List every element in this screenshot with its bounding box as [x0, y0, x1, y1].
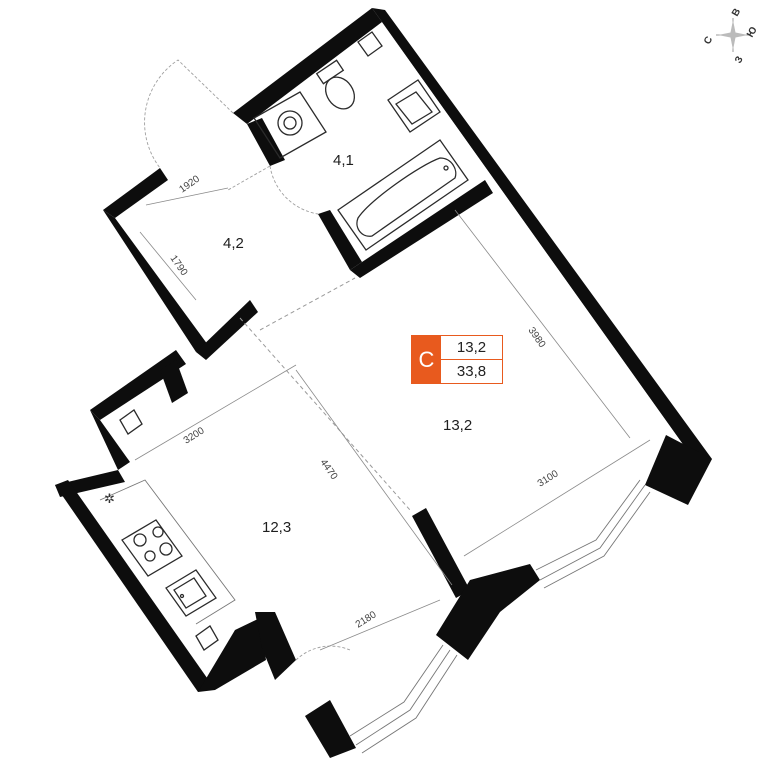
compass-rose: С В Ю З — [702, 7, 760, 66]
wall-bath-post — [247, 118, 285, 166]
compass-south-label: Ю — [745, 25, 760, 39]
compass-east-label: В — [730, 7, 743, 19]
wall-bath-lower — [318, 210, 362, 270]
window-right-bay-inner2 — [543, 491, 651, 589]
window-bottom-bay-inner2 — [361, 654, 458, 754]
room-area-bathroom: 4,1 — [333, 152, 354, 169]
doors — [144, 59, 351, 661]
kitchen-vent-icon — [119, 409, 219, 651]
zone-divider — [239, 317, 411, 511]
kitchen-sink-icon — [165, 569, 217, 617]
bath-vent-icon — [357, 31, 383, 57]
wall-kitchen-left — [55, 480, 212, 692]
wall-kitchen-top — [90, 350, 186, 420]
compass-west-label: З — [733, 55, 746, 66]
wall-hall-left — [103, 210, 208, 352]
window-bottom-bay-inner — [349, 644, 444, 737]
wall-balcony-pillar — [436, 564, 540, 660]
wall-kitchen-notch — [90, 410, 130, 470]
area-badge: С 13,2 33,8 — [411, 335, 503, 384]
washing-machine-icon — [253, 91, 327, 159]
dim-room-width: 3100 — [536, 468, 561, 489]
entry-door-swing — [144, 59, 234, 169]
wall-bottom-pillar — [305, 700, 356, 758]
window-right-bay-inner — [535, 479, 641, 571]
kitchen-counter — [99, 479, 236, 625]
wall-kitchen-bottom-a — [198, 618, 266, 692]
sink-icon — [387, 79, 441, 133]
zone-divider-top — [259, 277, 356, 331]
dim-room-length: 3980 — [526, 325, 548, 350]
bathtub-icon — [337, 139, 469, 251]
wall-kitchen-riser — [160, 360, 188, 403]
windows — [349, 479, 651, 754]
dim-hall-depth: 1790 — [168, 253, 190, 278]
window-bottom-bay — [355, 649, 451, 746]
wall-kitchen-bottom-b — [255, 612, 296, 680]
bath-door-leaf — [227, 165, 271, 191]
compass-north-label: С — [702, 35, 715, 47]
dim-hall-width: 1920 — [177, 173, 202, 195]
wall-hall-bottom — [196, 300, 258, 360]
total-area-value: 33,8 — [456, 363, 487, 380]
dimension-lines — [134, 187, 651, 651]
room-area-kitchen: 12,3 — [262, 519, 291, 536]
dim-kitchen-length: 4470 — [318, 457, 340, 482]
walls — [55, 8, 712, 758]
wall-bath-top — [233, 8, 382, 124]
wall-center — [412, 508, 470, 598]
wall-hall-left-top — [103, 168, 168, 218]
window-right-bay — [539, 484, 646, 581]
balcony-door-swing — [295, 645, 351, 661]
apartment-type-letter: С — [412, 336, 441, 383]
stove-icon — [121, 519, 183, 577]
bath-door-swing — [269, 165, 319, 215]
wall-right-outer — [372, 8, 712, 466]
living-area-value: 13,2 — [441, 336, 502, 360]
fridge-icon: ✲ — [104, 491, 115, 506]
room-area-living: 13,2 — [443, 417, 472, 434]
dim-kitchen-width: 3200 — [182, 425, 207, 446]
badge-values: 13,2 33,8 — [441, 336, 502, 383]
wall-corner-pillar — [645, 435, 712, 505]
toilet-icon — [315, 59, 356, 110]
room-area-hallway: 4,2 — [223, 235, 244, 252]
svg-text:✲: ✲ — [104, 491, 115, 506]
wall-bath-bottom — [350, 180, 493, 278]
